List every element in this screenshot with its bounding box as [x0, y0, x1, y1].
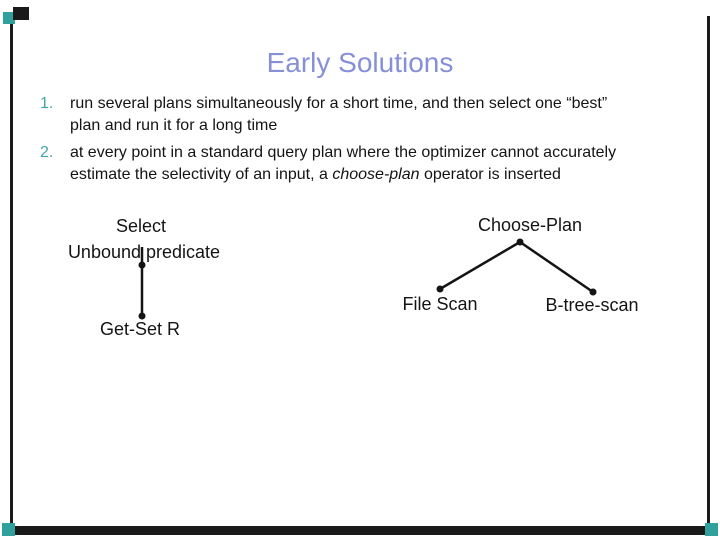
slide-title: Early Solutions — [266, 47, 454, 78]
frame-left-line — [10, 16, 13, 526]
list-item-number: 2. — [40, 144, 54, 161]
tree-node-select: Select — [115, 216, 167, 236]
list-item-line: estimate the selectivity of an input, a … — [70, 164, 616, 186]
edge-chooseplan-to-filescan — [439, 240, 521, 291]
tree-node-file-scan: File Scan — [402, 294, 478, 314]
corner-square-top-left-teal — [3, 12, 15, 24]
list-item-line: plan and run it for a long time — [70, 117, 278, 134]
list-item-number: 1. — [40, 95, 54, 112]
list-item: 2. at every point in a standard query pl… — [40, 142, 700, 186]
tree-node-b-tree-scan: B-tree-scan — [545, 295, 639, 315]
list-item-text: run several plans simultaneously for a s… — [70, 93, 607, 137]
frame-bottom-bar — [10, 526, 710, 535]
tree-node-choose-plan: Choose-Plan — [477, 215, 583, 235]
tree-node-unbound-predicate: Unbound predicate — [67, 242, 221, 262]
line-segment: operator is inserted — [419, 166, 561, 183]
numbered-list: 1. run several plans simultaneously for … — [40, 93, 700, 191]
corner-square-bottom-right — [705, 523, 718, 536]
edge-chooseplan-to-btree — [519, 240, 594, 294]
node-dot-chooseplan — [516, 238, 524, 246]
corner-square-bottom-left — [2, 523, 15, 536]
tree-node-get-set-r: Get-Set R — [99, 319, 181, 339]
line-segment: estimate the selectivity of an input, a — [70, 166, 333, 183]
node-dot-unbound — [138, 261, 146, 269]
list-item: 1. run several plans simultaneously for … — [40, 93, 700, 137]
node-dot-filescan — [436, 285, 444, 293]
corner-ornament-top-left — [13, 7, 29, 20]
list-item-text: at every point in a standard query plan … — [70, 142, 616, 186]
list-item-line: at every point in a standard query plan … — [70, 144, 617, 161]
italic-term: choose-plan — [332, 166, 420, 183]
frame-right-line — [707, 16, 710, 526]
list-item-line: run several plans simultaneously for a s… — [70, 95, 608, 112]
